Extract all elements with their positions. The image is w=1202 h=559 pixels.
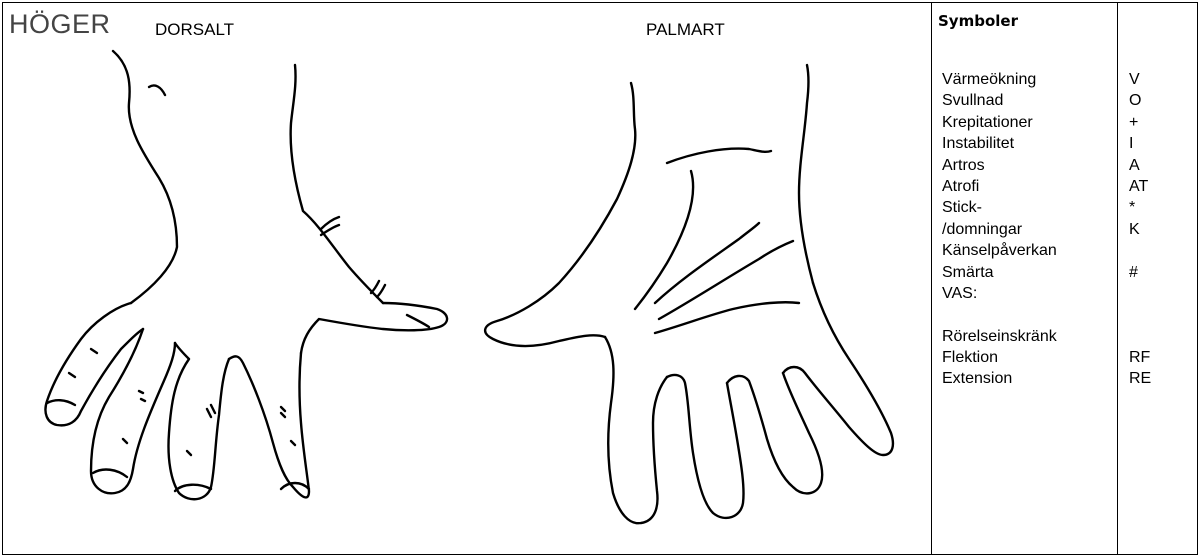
symbol-name: Instabilitet: [942, 133, 1057, 154]
symbol-code: I: [1129, 133, 1151, 154]
symbol-names-list: Värmeökning Svullnad Krepitationer Insta…: [942, 69, 1057, 390]
symbols-title: Symboler: [938, 12, 1018, 30]
symbol-name: Känselpåverkan: [942, 240, 1057, 261]
symbol-codes-list: V O + I A AT * K # RF RE: [1129, 69, 1151, 390]
symbol-code: AT: [1129, 176, 1151, 197]
symbol-code: RE: [1129, 368, 1151, 389]
symbol-name: Värmeökning: [942, 69, 1057, 90]
symbol-code: [1129, 240, 1151, 261]
symbol-code: [1129, 326, 1151, 347]
symbol-name: [942, 304, 1057, 325]
hand-drawings[interactable]: [3, 3, 931, 556]
symbol-name: Smärta: [942, 262, 1057, 283]
symbol-code: +: [1129, 112, 1151, 133]
symbol-code: *: [1129, 197, 1151, 218]
symbol-code: RF: [1129, 347, 1151, 368]
symbol-name: Atrofi: [942, 176, 1057, 197]
symbol-name: Rörelseinskränk: [942, 326, 1057, 347]
symbol-code: [1129, 283, 1151, 304]
symbol-name: Flektion: [942, 347, 1057, 368]
symbol-name: Krepitationer: [942, 112, 1057, 133]
palmar-hand-icon[interactable]: [485, 65, 893, 523]
symbol-name: VAS:: [942, 283, 1057, 304]
symbol-name: Stick-: [942, 197, 1057, 218]
column-divider-names-codes: [1117, 3, 1118, 554]
symbol-name: Svullnad: [942, 90, 1057, 111]
column-divider-drawings-symbols: [931, 3, 932, 554]
symbol-code: V: [1129, 69, 1151, 90]
symbol-name: Artros: [942, 155, 1057, 176]
symbol-code: #: [1129, 262, 1151, 283]
symbol-code: K: [1129, 219, 1151, 240]
symbol-name: /domningar: [942, 219, 1057, 240]
symbol-code: A: [1129, 155, 1151, 176]
symbol-name: Extension: [942, 368, 1057, 389]
dorsal-hand-icon[interactable]: [45, 51, 447, 499]
symbol-code: [1129, 304, 1151, 325]
symbol-code: O: [1129, 90, 1151, 111]
